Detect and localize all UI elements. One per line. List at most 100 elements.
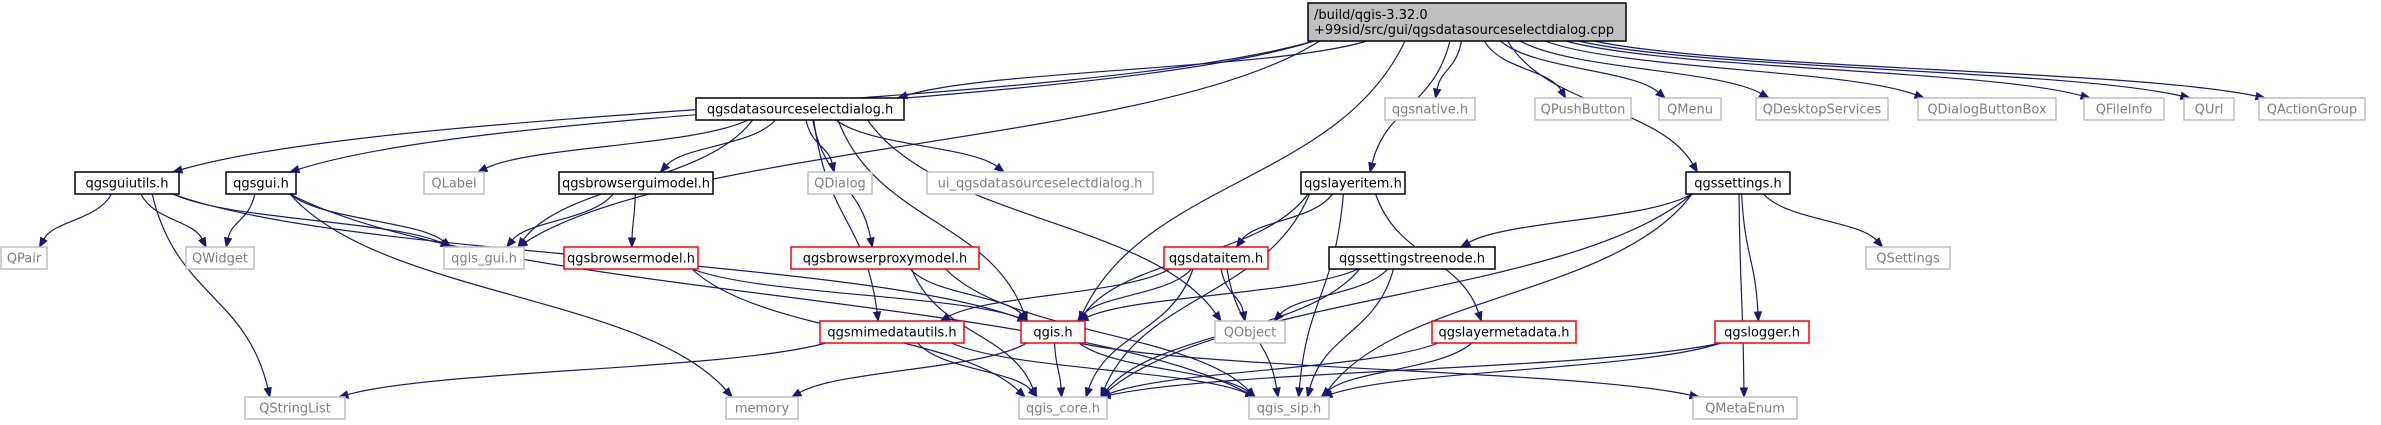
node-label: qgsbrowsermodel.h — [567, 252, 695, 267]
edge-line — [1078, 342, 1249, 392]
edge-qgsdssdialog-to-qgsbrowserguimodel — [659, 119, 776, 174]
edge-line — [1593, 40, 2257, 97]
arrowhead — [627, 237, 637, 249]
arrowhead — [866, 236, 875, 249]
node-label: QMenu — [1667, 103, 1713, 118]
node-box — [1328, 246, 1496, 270]
node-qgsgui[interactable]: qgsgui.h — [225, 171, 297, 195]
node-qgssettings[interactable]: qgssettings.h — [1685, 171, 1791, 195]
edge-qgsguiutils-to-qpair — [38, 193, 113, 249]
edge-qgis_h-to-memory — [790, 342, 1028, 398]
edge-line — [1436, 40, 1463, 90]
node-qgsbrowserproxymodel[interactable]: qgsbrowserproxymodel.h — [790, 246, 980, 270]
edge-qgsdssdialog-to-ui_qgsdss — [835, 119, 1006, 173]
node-qgsmimedatautils[interactable]: qgsmimedatautils.h — [819, 320, 965, 344]
edge-line — [1741, 193, 1759, 313]
node-qgis_sip: qgis_sip.h — [1248, 396, 1330, 420]
edge-line — [1078, 342, 1691, 396]
arrowhead — [1015, 387, 1026, 398]
edge-qgsmimedatautils-to-qstringlist — [337, 342, 827, 399]
node-label: QPair — [7, 252, 42, 267]
node-box — [1248, 396, 1330, 420]
node-label: ui_qgsdatasourceselectdialog.h — [938, 177, 1143, 192]
node-box — [244, 396, 346, 420]
edge-line — [951, 342, 1248, 394]
node-qgsdssdialog[interactable]: qgsdatasourceselectdialog.h — [695, 97, 905, 121]
node-qgslayermetadata[interactable]: qgslayermetadata.h — [1431, 320, 1577, 344]
arrowhead — [1873, 237, 1884, 249]
arrowhead — [1295, 387, 1304, 399]
node-qgis_h[interactable]: qgis.h — [1020, 320, 1086, 344]
node-label: qgis_sip.h — [1257, 402, 1321, 417]
node-label: qgslayermetadata.h — [1438, 326, 1569, 341]
node-box — [423, 171, 485, 195]
edge-qgsbrowserguimodel-to-qgis_gui — [505, 193, 614, 249]
edge-line — [1088, 268, 1194, 389]
arrowhead — [1368, 161, 1377, 174]
node-box — [563, 246, 699, 270]
edge-qgsdataitem-to-qgis_core — [1084, 268, 1194, 399]
node-qsettings: QSettings — [1865, 246, 1951, 270]
node-qwidget: QWidget — [185, 246, 255, 270]
node-label: QLabel — [431, 177, 476, 192]
node-root[interactable]: /build/qgis-3.32.0+99sid/src/gui/qgsdata… — [1307, 2, 1627, 42]
node-label: qgsguiutils.h — [85, 177, 168, 192]
node-qgssettingstreenode[interactable]: qgssettingstreenode.h — [1328, 246, 1496, 270]
node-label: QMetaEnum — [1705, 402, 1785, 417]
edge-qgis_h-to-qgis_sip — [1078, 342, 1257, 398]
node-label: QPushButton — [1541, 103, 1626, 118]
edge-root-to-qdialogbuttonbox — [1544, 40, 1926, 99]
arrowhead — [1056, 387, 1066, 399]
edge-line — [289, 193, 444, 242]
edge-qgsguiutils-to-qwidget — [140, 193, 207, 249]
edge-line — [1082, 40, 1406, 314]
edge-line — [867, 119, 1217, 314]
node-qgsnative: qgsnative.h — [1384, 97, 1476, 121]
edge-line — [227, 193, 256, 239]
node-label: qgis_gui.h — [451, 252, 517, 267]
edge-line — [1327, 342, 1473, 392]
node-qgsdataitem[interactable]: qgsdataitem.h — [1163, 246, 1269, 270]
arrowhead — [1557, 87, 1567, 100]
edge-qgssettings-to-qgslogger — [1741, 193, 1763, 323]
edge-qgsbrowserproxymodel-to-qgis_h — [909, 268, 1029, 323]
node-label: QDialogButtonBox — [1927, 103, 2047, 118]
edge-line — [1279, 268, 1389, 315]
node-box — [807, 171, 873, 195]
node-box — [1431, 320, 1577, 344]
node-box — [2258, 97, 2366, 121]
node-label: qgslogger.h — [1724, 326, 1800, 341]
node-qgslayeritem[interactable]: qgslayeritem.h — [1300, 171, 1406, 195]
edge-line — [43, 193, 113, 240]
edge-line — [1082, 268, 1192, 315]
node-box — [725, 396, 799, 420]
node-box — [1214, 320, 1286, 344]
node-box — [819, 320, 965, 344]
node-qgsguiutils[interactable]: qgsguiutils.h — [74, 171, 180, 195]
arrowhead — [1272, 386, 1281, 399]
node-box — [1692, 396, 1798, 420]
arrowhead — [1753, 311, 1763, 323]
edge-line — [1103, 193, 1311, 389]
edge-line — [631, 193, 636, 239]
arrowhead — [517, 236, 528, 249]
arrowhead — [1244, 387, 1257, 398]
node-qgsbrowserguimodel[interactable]: qgsbrowserguimodel.h — [558, 171, 714, 195]
node-box — [558, 171, 714, 195]
node-box — [1714, 320, 1810, 344]
node-box — [1020, 320, 1086, 344]
node-label: QActionGroup — [2267, 103, 2358, 118]
node-box — [225, 171, 297, 195]
node-qdialogbuttonbox: QDialogButtonBox — [1917, 97, 2057, 121]
node-qgsbrowsermodel[interactable]: qgsbrowsermodel.h — [563, 246, 699, 270]
edge-qgssettings-to-qgis_core — [1099, 193, 1693, 398]
edge-qgssettings-to-qgssettingstreenode — [1459, 193, 1693, 248]
edge-qgsgui-to-memory — [289, 193, 733, 399]
node-label: QWidget — [192, 252, 248, 267]
arrowhead — [1474, 310, 1483, 323]
edge-line — [1763, 193, 1877, 241]
node-box — [1163, 246, 1269, 270]
node-label: QFileInfo — [2096, 103, 2153, 118]
node-qgslogger[interactable]: qgslogger.h — [1714, 320, 1810, 344]
